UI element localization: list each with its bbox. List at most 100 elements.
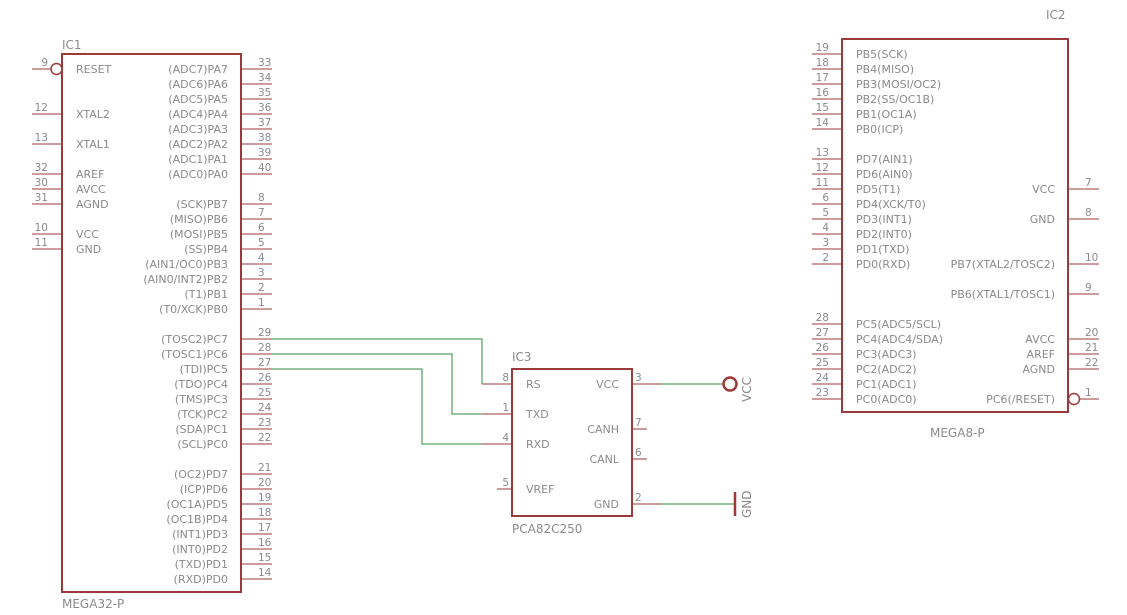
ic3-body (511, 368, 633, 517)
ic1-pin-row: 5(SS)PB4 (184, 237, 272, 256)
ic1-pin-label: (INT0)PD2 (172, 543, 228, 556)
ic1-pin-row: 14(RXD)PD0 (174, 567, 272, 586)
wire-pc6-to-txd[interactable] (272, 353, 482, 415)
ic1-pin-label: (ADC1)PA1 (168, 153, 228, 166)
ic1-pin-label: (ADC0)PA0 (168, 168, 228, 181)
ic1-pin-number: 29 (258, 327, 271, 339)
ic1-pin-label: GND (76, 243, 101, 256)
ic2-pin-label: PB6(XTAL1/TOSC1) (951, 288, 1055, 301)
ic1-pin-number: 12 (35, 102, 48, 114)
ic2-pin-number: 13 (816, 147, 829, 159)
ic2-pin-number: 7 (1085, 177, 1092, 189)
ic2-pin-number: 18 (816, 57, 829, 69)
ic1-symbol[interactable]: IC1 MEGA32-P 9 RESET 12 XTAL2 13 XTAL1 3… (32, 38, 272, 611)
ic1-pin-label: AVCC (76, 183, 106, 196)
ic2-pin-label: VCC (1032, 183, 1055, 196)
ic2-pin-number: 22 (1085, 357, 1098, 369)
ic2-pin-number: 10 (1085, 252, 1098, 264)
ic3-symbol[interactable]: IC3 PCA82C250 8 RS 1 TXD 4 RXD 5 VREF 3 … (482, 350, 662, 536)
ic1-pin-row: 37(ADC3)PA3 (168, 117, 272, 136)
ic2-pin-number: 5 (822, 207, 829, 219)
gnd-supply-label: GND (740, 490, 754, 518)
ic2-pin-label: PC5(ADC5/SCL) (856, 318, 941, 331)
ic2-pin-label: PB5(SCK) (856, 48, 908, 61)
ic1-pin-row: 20(ICP)PD6 (180, 477, 272, 496)
ic2-inversion-bubble (1067, 392, 1081, 406)
ic1-pin-row: 28(TOSC1)PC6 (161, 342, 272, 361)
ic1-pin-row: 33 (ADC7)PA7 (168, 57, 272, 76)
ic2-pin-number: 6 (822, 192, 829, 204)
ic1-pin-label: (TDI)PC5 (180, 363, 228, 376)
ic1-pin-row: 17(INT1)PD3 (172, 522, 272, 541)
ic2-pin-label: AVCC (1025, 333, 1055, 346)
ic1-pin-number: 16 (258, 537, 272, 549)
ic1-pin-label: (TOSC2)PC7 (161, 333, 228, 346)
ic1-pin-row: 25 (TMS)PC3 (175, 387, 272, 406)
ic3-right-pins: 3 VCC 7 CANH 6 CANL 2 GND (587, 372, 662, 511)
ic2-right-pins: 7VCC8GND10PB7(XTAL2/TOSC2)9PB6(XTAL1/TOS… (951, 177, 1099, 406)
ic1-pin-number: 7 (258, 207, 265, 219)
ic1-pin-label: XTAL2 (76, 108, 110, 121)
ic2-pin-label: PD3(INT1) (856, 213, 912, 226)
ic3-pin-label: RS (526, 378, 541, 391)
wire-pc5-to-rxd[interactable] (272, 368, 482, 445)
ic1-pin-label: AGND (76, 198, 109, 211)
ic1-pin-number: 25 (258, 387, 271, 399)
ic2-pin-label: PB0(ICP) (856, 123, 903, 136)
ic1-pin-number: 34 (258, 72, 272, 84)
ic2-pin-number: 20 (1085, 327, 1098, 339)
ic1-pin-label: (TMS)PC3 (175, 393, 228, 406)
ic1-reset-inversion-bubble (50, 62, 63, 76)
ic1-pin-row: 29 (TOSC2)PC7 (161, 327, 272, 346)
ic1-pin-row: 6(MOSI)PB5 (170, 222, 272, 241)
ic1-pin-row: 39 (ADC1)PA1 (168, 147, 272, 166)
ic1-pin-label: (RXD)PD0 (174, 573, 228, 586)
ic2-pin-number: 8 (1085, 207, 1092, 219)
ic1-pin-label: (TXD)PD1 (175, 558, 228, 571)
ic3-pin-label: CANL (589, 453, 619, 466)
ic2-pin-label: AREF (1027, 348, 1055, 361)
vcc-supply-symbol[interactable]: VCC (722, 376, 755, 402)
ic1-pin-number: 39 (258, 147, 271, 159)
ic2-pin-label: GND (1030, 213, 1055, 226)
ic1-pin-row: 15(TXD)PD1 (175, 552, 272, 571)
ic2-pin-number: 24 (816, 372, 830, 384)
ic3-pin-label: GND (594, 498, 619, 511)
ic2-pin-number: 21 (1085, 342, 1098, 354)
gnd-supply-symbol[interactable]: GND (733, 490, 754, 518)
ic1-pin-row: 34(ADC6)PA6 (168, 72, 272, 91)
ic1-pin-label: (T0/XCK)PB0 (159, 303, 228, 316)
ic2-pin-label: PD6(AIN0) (856, 168, 913, 181)
ic1-pin-row: 8(SCK)PB7 (176, 192, 272, 211)
ic3-pin-label: RXD (526, 438, 550, 451)
ic2-pin-number: 26 (816, 342, 830, 354)
ic1-pin-label: (SDA)PC1 (175, 423, 228, 436)
ic1-pin-number: 13 (35, 132, 48, 144)
ic1-pin-number: 1 (258, 297, 265, 309)
ic1-pin-row: 4(AIN1/OC0)PB3 (145, 252, 272, 271)
ic2-pin-label: PC1(ADC1) (856, 378, 917, 391)
ic1-pin-number: 8 (258, 192, 265, 204)
wire-pc7-to-rs[interactable] (272, 338, 483, 384)
ic1-pin-number: 9 (41, 57, 48, 69)
ic2-pin-number: 17 (816, 72, 829, 84)
ic2-pin-label: PD4(XCK/T0) (856, 198, 926, 211)
ic1-pin-number: 33 (258, 57, 271, 69)
ic1-pin-label: XTAL1 (76, 138, 110, 151)
ic1-right-pins: 33(ADC7)PA734(ADC6)PA635(ADC5)PA536(ADC4… (143, 57, 272, 586)
ic1-pin-number: 24 (258, 402, 272, 414)
ic1-pin-label: (ADC7)PA7 (168, 63, 228, 76)
ic3-pin-number: 6 (635, 447, 642, 459)
ic1-pin-number: 31 (35, 192, 48, 204)
ic1-pin-number: 18 (258, 507, 271, 519)
